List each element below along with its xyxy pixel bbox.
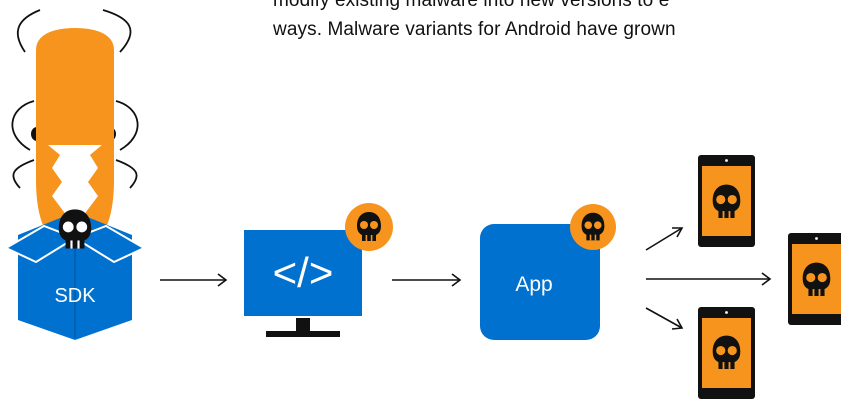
bug-leg-left (11, 100, 35, 151)
sdk-skull-icon (58, 209, 92, 249)
malware-bug-icon (11, 9, 139, 250)
bug-antenna-left (16, 9, 41, 53)
phone-bottom-camera (725, 311, 728, 314)
bug-leg-lower-right (115, 159, 138, 189)
sdk-box: SDK (3, 209, 147, 340)
bug-antenna-right (102, 9, 132, 53)
infected-phone-top (698, 155, 755, 247)
monitor-stand (296, 318, 310, 331)
arrow-code-to-app (392, 273, 462, 287)
monitor-base (266, 331, 340, 337)
monitor-screen (244, 230, 362, 316)
arrow-app-to-phone-bottom (645, 307, 684, 330)
arrow-sdk-to-code (160, 273, 228, 287)
infected-phone-middle (788, 233, 841, 325)
app-label: App (515, 273, 552, 296)
phone-middle-camera (815, 237, 818, 240)
infected-phone-bottom (698, 307, 755, 399)
bug-leg-lower-left (12, 159, 35, 189)
bug-leg-right (115, 100, 139, 151)
arrow-app-to-phone-middle (646, 272, 772, 286)
body-text-line-1: modify existing malware into new version… (273, 0, 670, 11)
sdk-label: SDK (54, 285, 96, 307)
bug-teeth-zigzag (48, 145, 102, 232)
body-text-line-2: ways. Malware variants for Android have … (273, 19, 676, 40)
arrow-app-to-phone-top (645, 227, 684, 251)
developer-monitor: </> (244, 203, 393, 337)
code-symbol: </> (273, 249, 334, 296)
app-tile: App (480, 204, 616, 340)
phone-top-camera (725, 159, 728, 162)
app-tile-body (480, 224, 600, 340)
